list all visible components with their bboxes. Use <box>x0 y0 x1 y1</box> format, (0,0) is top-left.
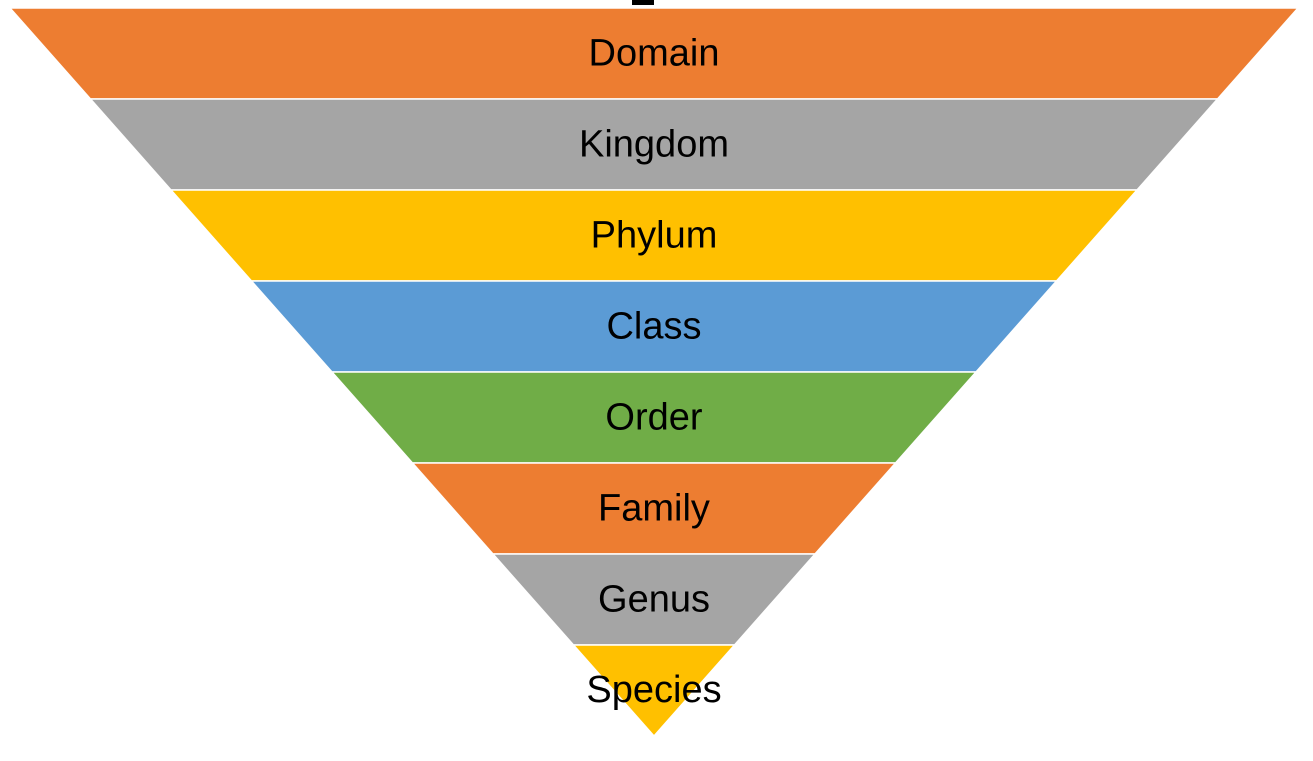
tier-label-genus: Genus <box>598 579 710 621</box>
labels-layer: DomainKingdomPhylumClassOrderFamilyGenus… <box>579 33 729 712</box>
tier-label-kingdom: Kingdom <box>579 124 729 166</box>
tiers-layer <box>8 7 1300 738</box>
tier-species <box>571 644 737 738</box>
tier-label-class: Class <box>606 306 701 348</box>
tier-label-species: Species <box>586 669 721 711</box>
tier-label-phylum: Phylum <box>591 215 718 257</box>
tier-label-family: Family <box>598 488 710 530</box>
cropped-title-fragment <box>632 0 654 5</box>
tier-label-order: Order <box>605 397 702 439</box>
tier-label-domain: Domain <box>589 33 720 75</box>
